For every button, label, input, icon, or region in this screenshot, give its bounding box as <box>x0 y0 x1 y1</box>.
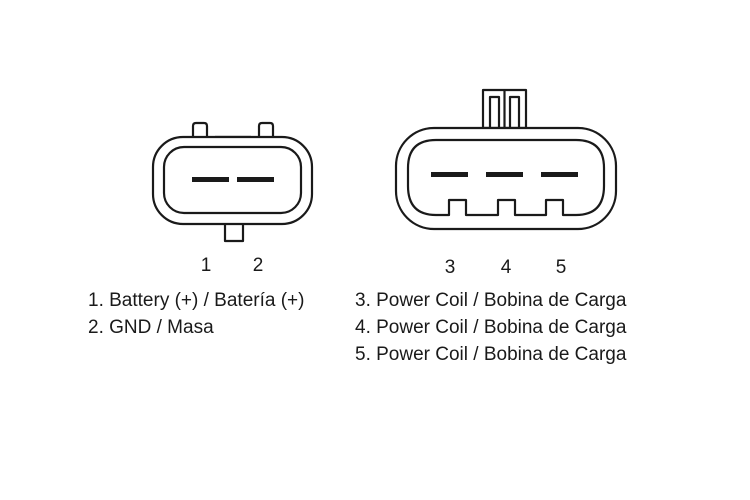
legend-item-pin-1: 1. Battery (+) / Batería (+) <box>88 290 305 311</box>
legend-right: 3. Power Coil / Bobina de Carga 4. Power… <box>355 287 626 368</box>
legend-item-pin-3: 3. Power Coil / Bobina de Carga <box>355 290 627 311</box>
connector-3-pin <box>394 88 618 231</box>
pin-5-bar <box>541 172 578 177</box>
housing-inner <box>162 145 303 215</box>
bottom-key <box>223 224 245 243</box>
connector-2-pin <box>151 121 314 243</box>
top-tab-left <box>191 121 209 137</box>
housing-inner <box>406 138 606 217</box>
pin-3-bar <box>431 172 468 177</box>
top-tab-right <box>257 121 275 137</box>
latch-slot-right <box>508 95 521 128</box>
pin-1-bar <box>192 177 229 182</box>
legend-item-pin-2: 2. GND / Masa <box>88 317 214 338</box>
latch-slot-left <box>488 95 501 128</box>
legend-left: 1. Battery (+) / Batería (+) 2. GND / Ma… <box>88 287 304 341</box>
pin-2-bar <box>237 177 274 182</box>
housing-outer <box>394 126 618 231</box>
pin-number-2: 2 <box>253 255 264 276</box>
pin-number-4: 4 <box>501 257 512 278</box>
pin-number-5: 5 <box>556 257 567 278</box>
legend-item-pin-5: 5. Power Coil / Bobina de Carga <box>355 344 627 365</box>
pin-number-3: 3 <box>445 257 456 278</box>
pin-number-1: 1 <box>201 255 212 276</box>
pin-4-bar <box>486 172 523 177</box>
housing-outer <box>151 135 314 226</box>
legend-item-pin-4: 4. Power Coil / Bobina de Carga <box>355 317 627 338</box>
